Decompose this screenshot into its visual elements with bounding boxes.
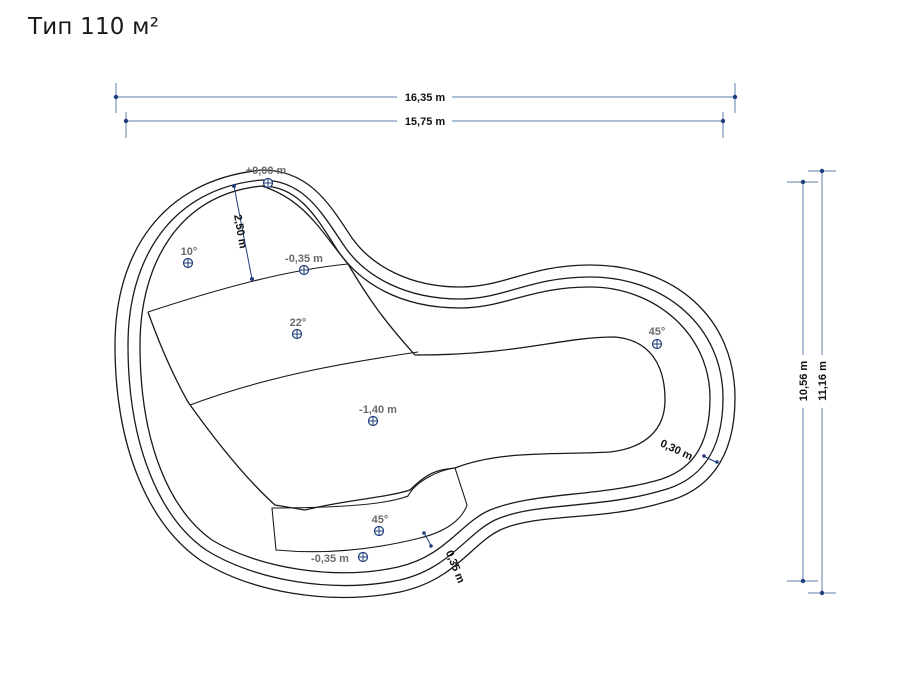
marker-angle-left-label: 10° [181,246,198,258]
marker-angle-bottom: 45° [372,514,389,537]
marker-angle-bottom-label: 45° [372,514,389,526]
inner-height-label: 10,56 m [798,361,810,402]
outer-width-dimension: 16,35 m [113,83,738,113]
step-width-label: 2,50 m [231,214,249,250]
right-wall-measure: 0,30 m [658,438,719,464]
marker-shelf-top-label: -0,35 m [285,253,323,265]
marker-deep-label: -1,40 m [359,404,397,416]
marker-angle-left: 10° [181,246,198,269]
marker-angle-middle: 22° [290,317,307,340]
marker-shelf-bottom-label: -0,35 m [311,553,349,565]
marker-deep: -1,40 m [359,404,397,427]
right-wall-label: 0,30 m [658,438,694,463]
marker-top-level-label: +0,00 m [246,165,287,177]
marker-angle-right: 45° [649,326,666,350]
bottom-step-outline [271,467,468,553]
marker-angle-middle-label: 22° [290,317,307,329]
pool-water-edge [139,185,711,574]
marker-angle-right-label: 45° [649,326,666,338]
step-width-measure: 2,50 m [231,184,254,281]
outer-width-label: 16,35 m [405,92,446,104]
outer-height-dimension: 11,16 m [808,168,836,596]
pool-outer-edge [114,169,736,599]
outer-height-label: 11,16 m [817,361,829,401]
bottom-wall-label: 0,35 m [443,549,467,585]
inner-height-dimension: 10,56 m [787,179,818,584]
slope-divider-lower [189,351,419,406]
bottom-wall-measure: 0,35 m [422,531,467,585]
marker-shelf-top: -0,35 m [285,253,323,276]
pool-inner-edge [127,179,724,587]
marker-shelf-bottom: -0,35 m [311,551,369,565]
marker-top-level: +0,00 m [246,165,287,189]
step-divider-upper [147,263,349,313]
inner-width-dimension: 15,75 m [123,112,726,138]
page-title: Тип 110 м² [28,14,160,40]
inner-width-label: 15,75 m [405,116,446,128]
deep-zone-outline [147,185,666,511]
